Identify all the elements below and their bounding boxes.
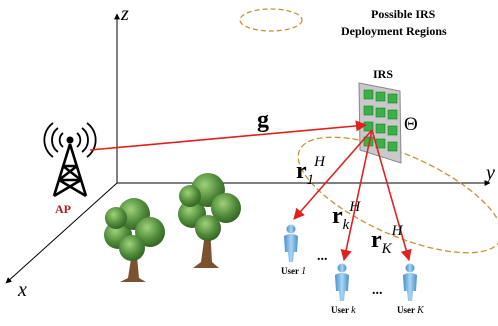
legend-line-1: Possible IRS bbox=[371, 7, 436, 21]
user-k-label: User k bbox=[331, 305, 356, 316]
ap-label: AP bbox=[55, 202, 71, 216]
user-1-label: User 1 bbox=[281, 266, 307, 277]
rK-channel-arrow bbox=[371, 129, 412, 262]
r1-channel-arrow bbox=[293, 129, 373, 220]
y-axis-label: y bbox=[486, 162, 495, 184]
channel-arrows bbox=[89, 120, 412, 262]
user-1-icon bbox=[284, 224, 298, 262]
legend-region-ellipse bbox=[239, 8, 303, 32]
irs-elements bbox=[363, 89, 398, 152]
axes bbox=[5, 13, 491, 284]
tree-icon bbox=[104, 198, 165, 282]
rk-channel-label: rkH bbox=[332, 199, 361, 233]
irs-label: IRS bbox=[373, 67, 394, 81]
tree-icon bbox=[178, 173, 241, 268]
ellipsis-2: ... bbox=[372, 283, 383, 298]
r1-channel-label: r1H bbox=[296, 154, 325, 188]
user-K-icon bbox=[403, 263, 417, 301]
ellipsis-1: ... bbox=[317, 249, 328, 264]
z-axis-label: z bbox=[121, 3, 129, 25]
x-axis-label: x bbox=[18, 279, 27, 301]
g-channel-arrow bbox=[89, 120, 368, 151]
g-channel-label: g bbox=[257, 107, 269, 133]
irs-region-ellipse bbox=[297, 136, 498, 254]
irs-panel bbox=[358, 82, 402, 164]
legend-line-2: Deployment Regions bbox=[341, 24, 447, 38]
rK-channel-label: rKH bbox=[371, 223, 403, 257]
user-k-icon bbox=[335, 263, 349, 301]
rk-channel-arrow bbox=[340, 129, 373, 262]
x-axis bbox=[5, 182, 118, 284]
ap-tower-icon bbox=[43, 122, 97, 198]
phase-shift-label: Θ bbox=[404, 114, 418, 135]
user-K-label: User K bbox=[397, 305, 424, 316]
